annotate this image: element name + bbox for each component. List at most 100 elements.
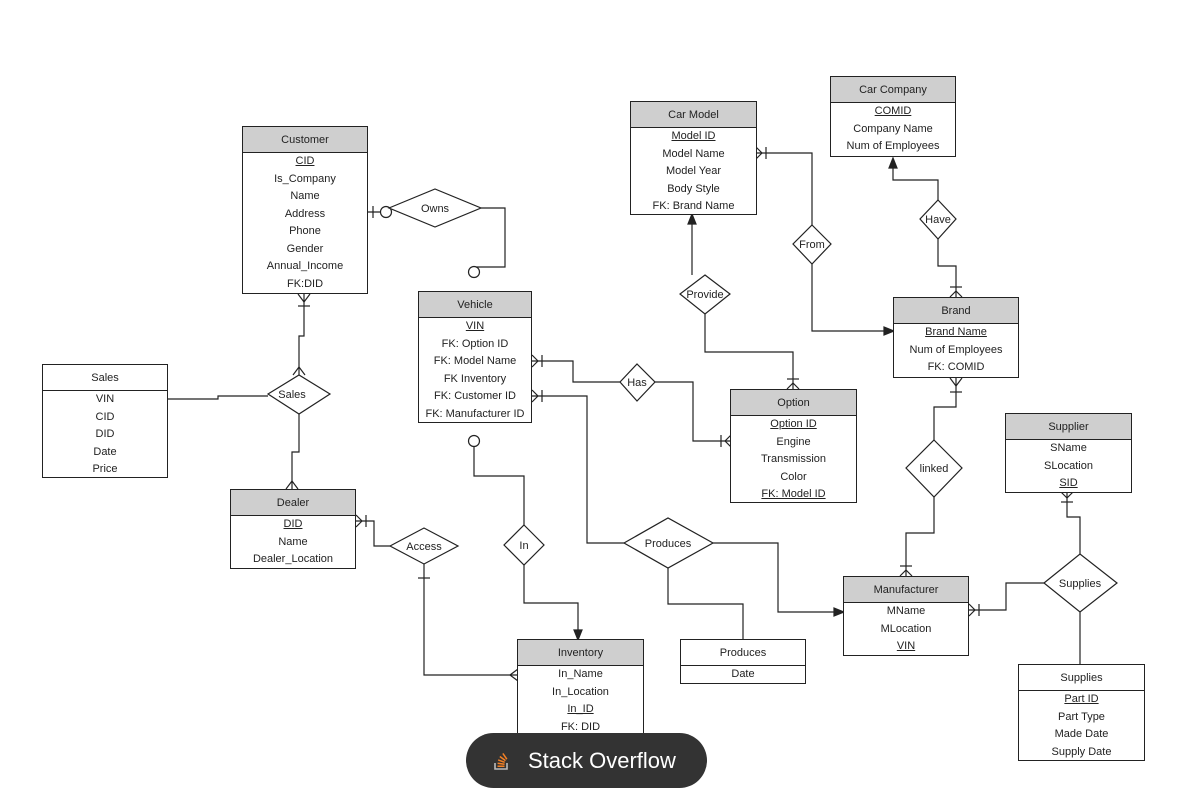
entity-title: Inventory	[518, 640, 643, 666]
arrow-inventory	[573, 629, 583, 642]
entity-title: Option	[731, 390, 856, 416]
entity-key-attribute: VIN	[896, 640, 916, 652]
entity-key-attribute: FK: Model ID	[761, 488, 826, 500]
entity-attribute: Date	[731, 668, 755, 680]
entity-title: Manufacturer	[844, 577, 968, 603]
relationship-sales-label: Sales	[278, 389, 306, 401]
notation-brand-many-d	[955, 377, 963, 387]
relationship-in-diamond	[503, 524, 545, 566]
notation-supplier-many-a	[1060, 491, 1068, 499]
notation-dealer-many-b	[291, 480, 299, 490]
entity-attribute: Price	[92, 463, 118, 475]
notation-dealer-many-d	[355, 520, 363, 528]
notation-sales-many-a	[292, 366, 300, 376]
entity-attribute: Model Name	[662, 147, 725, 160]
relationship-have-label: Have	[925, 214, 951, 226]
entity-attribute: SLocation	[1044, 459, 1093, 472]
connector-brand-linked	[933, 378, 957, 440]
entity-title: Brand	[894, 298, 1018, 324]
notation-vehicle-zero	[467, 265, 481, 279]
entity-title: Vehicle	[419, 292, 531, 318]
entity-attribute: Color	[780, 470, 807, 483]
entity-key-attribute: Model ID	[671, 130, 716, 142]
entity-attribute: Name	[278, 535, 308, 548]
entity-attribute: FK: COMID	[927, 361, 985, 373]
notation-brand-many-c	[949, 377, 957, 387]
relationship-supplies-label: Supplies	[1059, 578, 1102, 590]
relationship-owns-label: Owns	[421, 203, 450, 215]
notation-inventory-many-b	[509, 674, 519, 682]
connector-vehicle-in	[473, 447, 525, 525]
entity-attribute: Dealer_Location	[252, 553, 334, 565]
entity-title: Sales	[43, 365, 167, 391]
notation-manufacturer-many-b	[905, 569, 913, 577]
entity-attribute: Made Date	[1054, 728, 1109, 740]
entity-attribute: FK Inventory	[443, 372, 507, 385]
connector-carmodel-from	[756, 152, 813, 225]
relationship-from-diamond	[792, 224, 832, 265]
entity-attribute: Body Style	[667, 182, 720, 195]
arrow-manufacturer	[833, 607, 846, 617]
entity-attribute: SName	[1050, 442, 1087, 454]
entity-key-attribute: In_ID	[567, 703, 594, 715]
relationship-sales-diamond	[266, 374, 332, 415]
notation-brand-many-b	[955, 290, 963, 298]
entity-title: Dealer	[231, 490, 355, 516]
stackoverflow-badge[interactable]: Stack Overflow	[466, 733, 707, 788]
notation-customer-many-a	[297, 293, 305, 303]
entity-attribute: Engine	[776, 435, 811, 448]
arrow-brand	[883, 326, 896, 336]
entity-attribute: FK: Option ID	[441, 337, 509, 350]
entity-key-attribute: COMID	[874, 105, 912, 117]
arrow-carcompany	[888, 156, 898, 169]
entity-title: Customer	[243, 127, 367, 153]
relationship-has-diamond	[619, 363, 656, 402]
relationship-from-label: From	[799, 239, 825, 251]
relationship-have-diamond	[919, 199, 957, 240]
connector-carcompany-have	[892, 163, 939, 200]
entity-key-attribute: VIN	[465, 320, 485, 332]
entity-attribute: Date	[93, 445, 117, 458]
entity-title: Supplies	[1019, 665, 1144, 691]
arrow-carmodel	[687, 212, 697, 225]
notation-sales-many-b	[298, 366, 306, 376]
connector-produces-table	[667, 568, 744, 640]
entity-key-attribute: DID	[283, 518, 303, 530]
connector-access-inventory	[423, 564, 518, 676]
notation-vehicle-many-b	[531, 360, 539, 368]
connector-linked-manufacturer	[905, 497, 935, 576]
entity-attribute: Company Name	[853, 122, 933, 135]
relationship-produces-diamond	[622, 517, 715, 569]
entity-attribute: Address	[284, 207, 326, 220]
notation-vehicle-many-c	[531, 389, 539, 397]
entity-title: Supplier	[1006, 414, 1131, 440]
entity-attribute: DID	[95, 428, 115, 440]
relationship-provide-diamond	[679, 274, 731, 315]
entity-attribute: MName	[886, 605, 926, 617]
connector-sales-dealer	[291, 414, 300, 489]
relationship-linked-label: linked	[920, 463, 949, 475]
notation-manufacturer-many-c	[968, 603, 976, 611]
entity-attribute: Num of Employees	[846, 140, 940, 152]
entity-attribute: FK: Model Name	[433, 355, 517, 367]
entity-attribute: FK: Customer ID	[434, 390, 516, 402]
relationship-has-label: Has	[627, 377, 647, 389]
entity-attribute: FK: Manufacturer ID	[425, 407, 525, 420]
stackoverflow-badge-label: Stack Overflow	[528, 747, 676, 773]
notation-manufacturer-many-d	[968, 609, 976, 617]
notation-option-many-a	[786, 382, 794, 390]
